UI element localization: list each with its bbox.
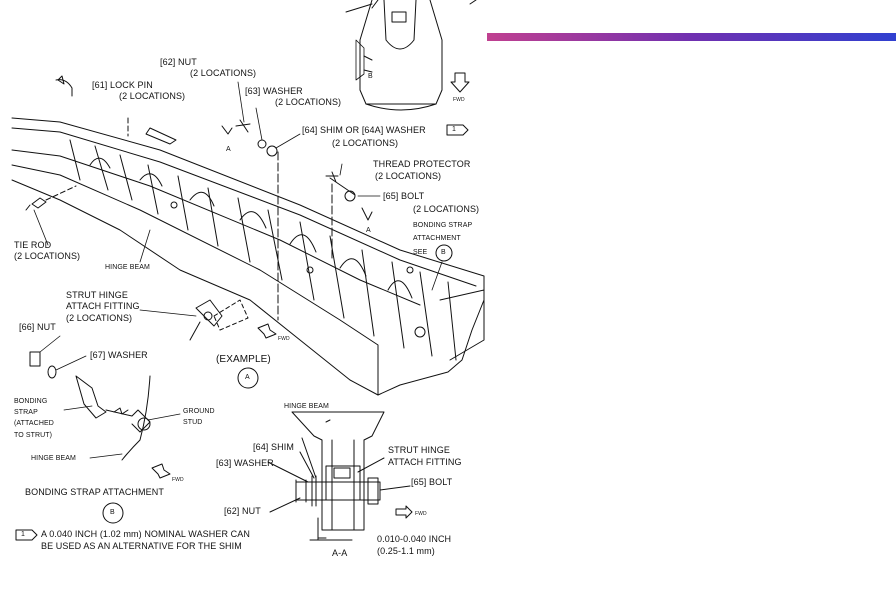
hinge-beam [11,117,485,396]
label-example: (EXAMPLE) [216,354,271,365]
label-hinge-beam-b: HINGE BEAM [31,455,76,462]
engine-b-letter: B [368,73,373,80]
footnote-line-2: BE USED AS AN ALTERNATIVE FOR THE SHIM [41,541,242,551]
view-b-circle [102,502,124,524]
note-flag [446,124,469,136]
see-b-letter: B [441,249,446,256]
label-section-aa: A-A [332,548,348,558]
label-ground: GROUND [183,408,215,415]
label-attach-fitting-a: ATTACH FITTING [388,457,462,467]
exploded-hardware [25,75,373,341]
label-attached: (ATTACHED [14,420,54,427]
label-strut-hinge-a: STRUT HINGE [388,445,450,455]
label-gap: 0.010-0.040 INCH [377,534,452,544]
label-hinge-beam: HINGE BEAM [105,264,150,271]
label-see: SEE [413,249,428,256]
label-bolt65-loc: (2 LOCATIONS) [413,204,480,214]
label-attachment: ATTACHMENT [413,235,461,242]
see-b-circle [435,244,453,262]
label-tie-rod-loc: (2 LOCATIONS) [14,251,81,261]
engine-nacelle [345,0,477,111]
label-stud: STUD [183,419,203,426]
label-shim64-loc: (2 LOCATIONS) [332,138,399,148]
fwd-arrow-down [450,72,470,93]
label-shim64: [64] SHIM OR [64A] WASHER [302,125,426,135]
view-b-letter: B [110,509,115,516]
label-thread-protector-loc: (2 LOCATIONS) [375,171,442,181]
label-nut62-a: [62] NUT [224,506,261,516]
label-hinge-beam-a: HINGE BEAM [284,403,329,410]
label-nut62: [62] NUT [160,57,197,67]
detail-b-title: BONDING STRAP ATTACHMENT [25,487,164,497]
label-lockpin61-loc: (2 LOCATIONS) [119,91,186,101]
footnote-line-1: A 0.040 INCH (1.02 mm) NOMINAL WASHER CA… [41,529,250,539]
label-gap-mm: (0.25-1.1 mm) [377,546,435,556]
label-tie-rod: TIE ROD [14,240,52,250]
label-washer67: [67] WASHER [90,350,148,360]
view-a-marker-1: A [226,146,231,153]
label-thread-protector: THREAD PROTECTOR [373,159,471,169]
fwd-arrow-b [151,463,171,479]
label-bolt65-a: [65] BOLT [411,477,453,487]
label-fwd-b: FWD [172,477,184,483]
label-bonding: BONDING [14,398,48,405]
leader-lines [33,81,443,459]
label-strap: STRAP [14,409,38,416]
label-fwd-main: FWD [278,336,290,342]
label-strut-loc: (2 LOCATIONS) [66,313,133,323]
label-washer63: [63] WASHER [245,86,303,96]
label-fwd-engine: FWD [453,97,465,103]
label-strut-hinge: STRUT HINGE [66,290,128,300]
view-a-letter: A [245,374,250,381]
label-attach-fitting: ATTACH FITTING [66,301,140,311]
label-fwd-a: FWD [415,511,427,517]
label-bolt65: [65] BOLT [383,191,425,201]
fwd-arrow-main [257,323,277,339]
view-a-marker-2: A [366,227,371,234]
detail-b-drawing [29,351,151,461]
footnote-flag [15,529,38,541]
fwd-arrow-a [395,505,413,519]
label-lockpin61: [61] LOCK PIN [92,80,153,90]
label-washer63-loc: (2 LOCATIONS) [275,97,342,107]
view-a-circle [237,367,259,389]
note-flag-number: 1 [452,126,456,133]
label-nut66: [66] NUT [19,322,56,332]
footnote-flag-number: 1 [21,531,25,538]
label-washer63-a: [63] WASHER [216,458,274,468]
label-nut62-loc: (2 LOCATIONS) [190,68,257,78]
label-to-strut: TO STRUT) [14,432,53,439]
detail-a-drawing [267,411,411,541]
header-gradient-bar [487,33,896,41]
label-shim64-a: [64] SHIM [253,442,294,452]
label-bonding-strap-att: BONDING STRAP [413,222,473,229]
